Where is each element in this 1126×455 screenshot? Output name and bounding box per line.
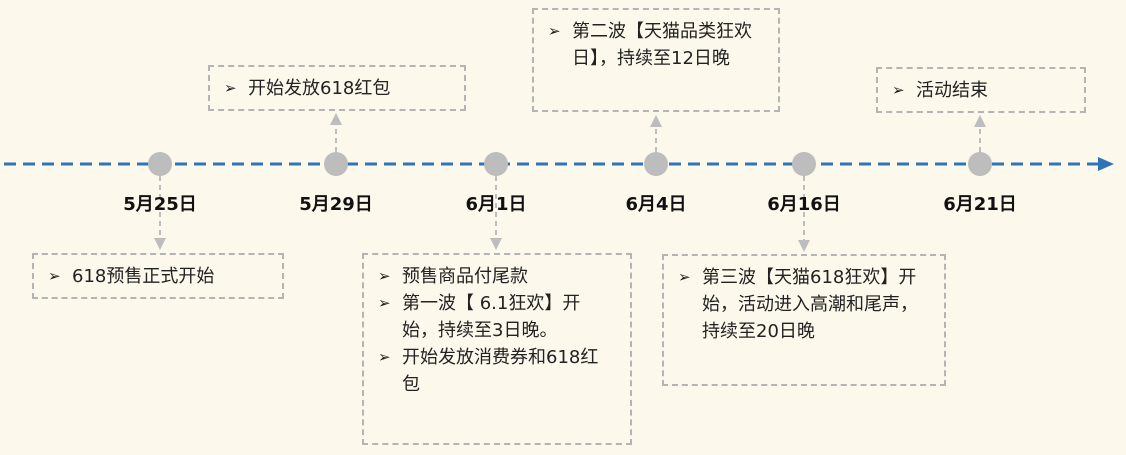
- arrow-bullet-icon: ➢: [892, 81, 905, 99]
- timeline-dot-may29: [324, 152, 348, 176]
- event-text: 活动结束: [916, 80, 988, 101]
- arrow-down-icon: [798, 240, 810, 252]
- arrow-bullet-icon: ➢: [224, 79, 237, 97]
- event-box-may29: ➢ 开始发放618红包: [208, 65, 466, 111]
- event-text: 618预售正式开始: [72, 266, 215, 287]
- arrow-bullet-icon: ➢: [678, 268, 691, 286]
- event-box-jun16: ➢ 第三波【天猫618狂欢】开始，活动进入高潮和尾声，持续至20日晚: [662, 254, 946, 386]
- date-label-jun16: 6月16日: [767, 194, 841, 215]
- timeline-dot-jun21: [968, 152, 992, 176]
- timeline-dot-jun16: [792, 152, 816, 176]
- date-label-may29: 5月29日: [299, 194, 373, 215]
- event-box-jun4: ➢ 第二波【天猫品类狂欢日】，持续至12日晚: [532, 8, 780, 112]
- date-label-jun4: 6月4日: [625, 194, 687, 215]
- arrow-down-icon: [154, 238, 166, 250]
- arrow-bullet-icon: ➢: [378, 267, 391, 285]
- event-text: 第二波【天猫品类狂欢日】，持续至12日晚: [572, 21, 752, 69]
- timeline-dot-may25: [148, 152, 172, 176]
- event-text: 开始发放消费券和618红包: [402, 347, 599, 395]
- arrow-up-icon: [974, 115, 986, 127]
- timeline-dot-jun1: [484, 152, 508, 176]
- date-label-jun21: 6月21日: [943, 194, 1017, 215]
- event-box-jun21: ➢ 活动结束: [876, 67, 1086, 113]
- date-label-may25: 5月25日: [123, 194, 197, 215]
- timeline-arrowhead-icon: [1098, 157, 1114, 171]
- event-box-jun1: ➢ 预售商品付尾款 ➢ 第一波【 6.1狂欢】开始，持续至3日晚。 ➢ 开始发放消费券…: [362, 253, 632, 445]
- event-text: 第三波【天猫618狂欢】开始，活动进入高潮和尾声，持续至20日晚: [702, 267, 918, 342]
- event-text: 预售商品付尾款: [402, 266, 528, 287]
- arrow-bullet-icon: ➢: [378, 348, 391, 366]
- arrow-bullet-icon: ➢: [378, 294, 391, 312]
- arrow-bullet-icon: ➢: [548, 22, 561, 40]
- event-text: 第一波【 6.1狂欢】开始，持续至3日晚。: [402, 293, 581, 341]
- event-box-may25: ➢ 618预售正式开始: [32, 253, 284, 299]
- timeline-dot-jun4: [644, 152, 668, 176]
- date-label-jun1: 6月1日: [465, 194, 527, 215]
- arrow-bullet-icon: ➢: [48, 267, 61, 285]
- event-text: 开始发放618红包: [248, 78, 391, 99]
- arrow-down-icon: [490, 238, 502, 250]
- arrow-up-icon: [650, 115, 662, 127]
- arrow-up-icon: [330, 113, 342, 125]
